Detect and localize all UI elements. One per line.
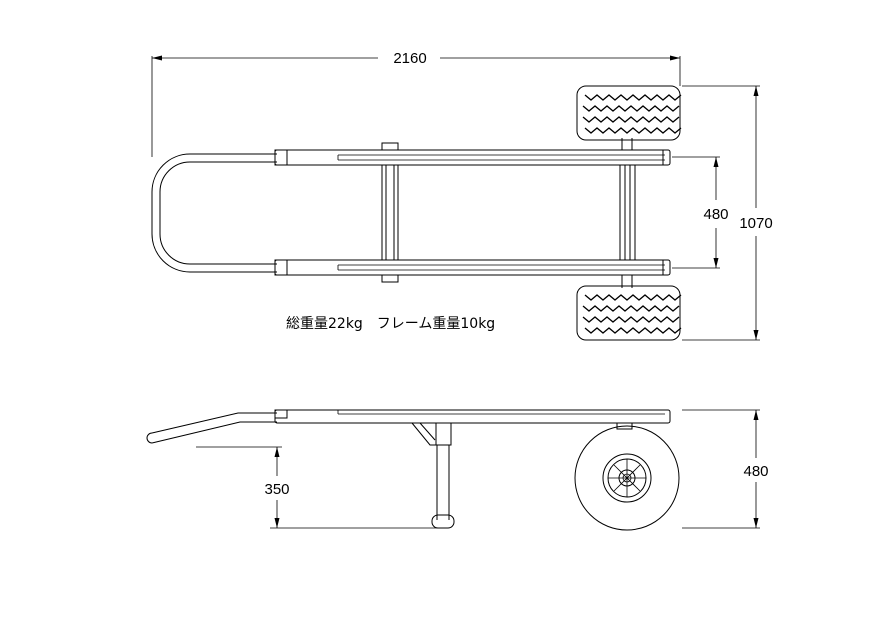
handle-top [151, 153, 277, 273]
top-view: 2160 [151, 50, 773, 341]
cross-members-top [381, 138, 636, 288]
track-width-label: 480 [703, 206, 728, 223]
wheel-top-upper [576, 85, 682, 141]
weight-note: 総重量22kg フレーム重量10kg [286, 316, 495, 332]
frame-rails-top [274, 149, 671, 276]
wheel-height-dimension: 480 [682, 409, 769, 529]
overall-length-label: 2160 [393, 50, 426, 67]
track-width-dimension: 480 [672, 156, 729, 269]
handle-side [146, 409, 288, 444]
stand-leg [411, 422, 455, 529]
frame-side [274, 409, 671, 424]
handle-height-label: 350 [264, 481, 289, 498]
overall-width-label: 1070 [739, 215, 772, 232]
wheel-height-label: 480 [743, 463, 768, 480]
wheel-top-lower [576, 285, 682, 341]
handle-height-dimension: 350 [196, 446, 440, 529]
wheel-side [574, 422, 680, 531]
overall-width-dimension: 1070 [682, 85, 773, 341]
overall-length-dimension: 2160 [151, 50, 681, 157]
side-view: 350 480 [146, 409, 769, 531]
